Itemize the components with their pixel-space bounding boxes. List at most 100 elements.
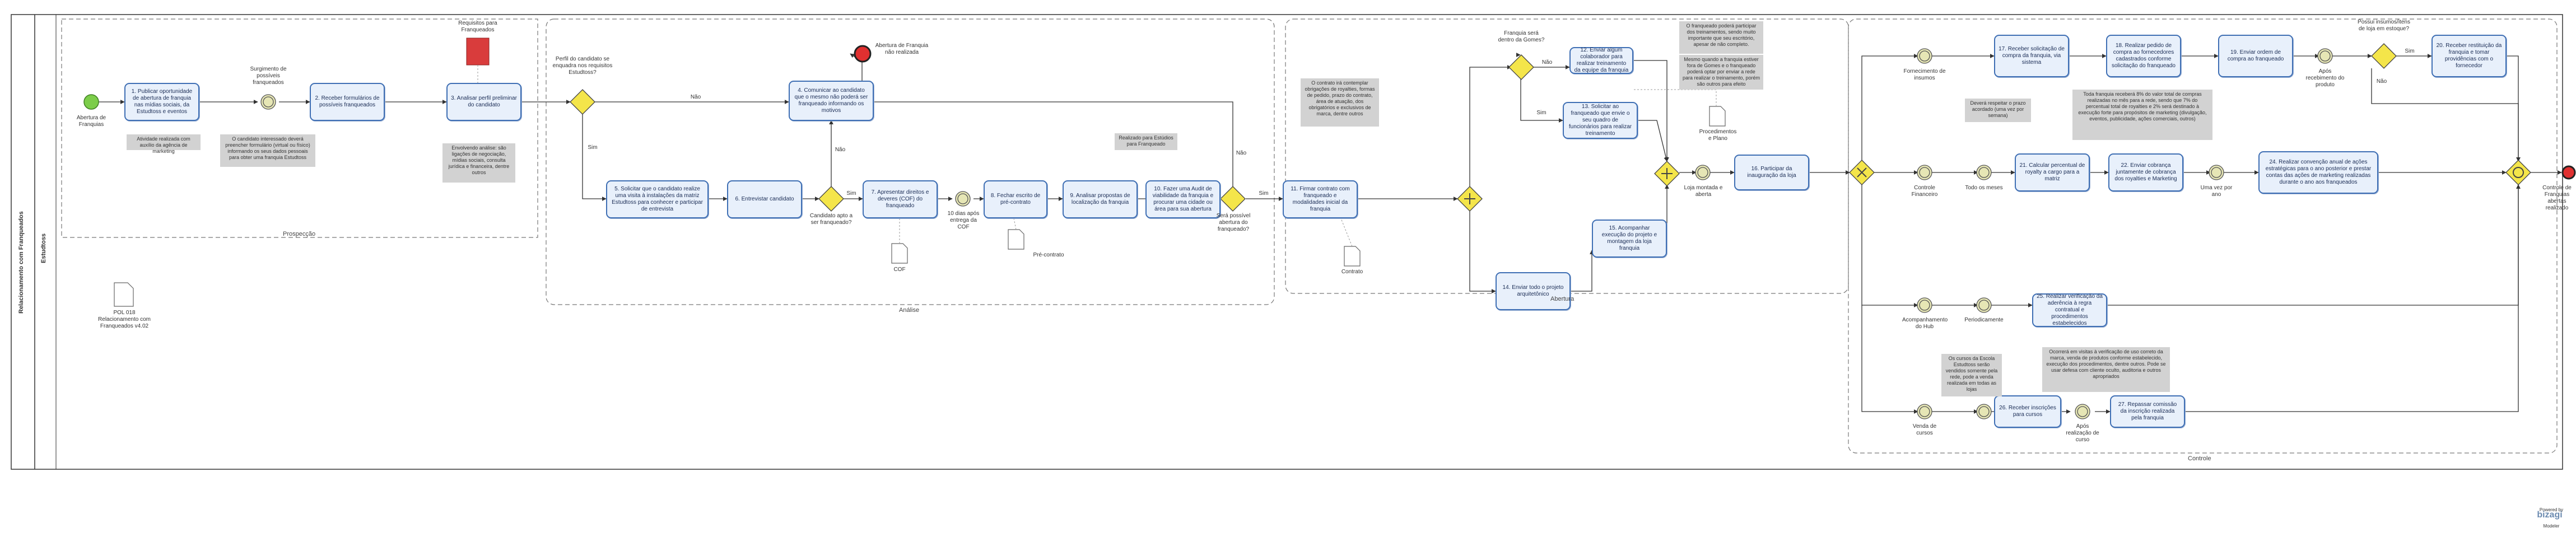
timer-periodicamente[interactable] (1976, 297, 1992, 313)
gateway-controle-split[interactable] (1849, 160, 1875, 185)
start-event-label: Abertura de Franquias (76, 115, 106, 128)
gateway-apto[interactable] (818, 186, 844, 212)
precontrato-label: Pré-contrato (1033, 252, 1064, 258)
task-verificacao-aderencia[interactable]: 25. Realizar verificação da aderência à … (2032, 293, 2107, 327)
flow (1861, 305, 1918, 414)
task-entrevistar[interactable]: 6. Entrevistar candidato (727, 180, 802, 218)
timer-loja[interactable] (1695, 165, 1711, 180)
timer-vendas-label: Venda de cursos (1912, 423, 1937, 436)
timer-ano-label: Uma vez por ano (2200, 185, 2233, 198)
note-treinamento-gomes: Mesmo quando a franquia estiver fora de … (1679, 55, 1763, 90)
interessados-label: Surgimento de possíveis franqueados (250, 66, 287, 86)
flow (1861, 185, 1918, 307)
flow-label-sim: Sim (1536, 110, 1546, 116)
section-analise: Análise (899, 307, 920, 314)
timer-cof[interactable] (955, 191, 971, 207)
cof-document-icon (891, 243, 908, 264)
intermediate-event-interessados[interactable] (260, 94, 276, 110)
lane-title: Estudtoss (40, 233, 47, 263)
flow-label-sim: Sim (1259, 190, 1269, 197)
end-event-final[interactable] (2561, 165, 2576, 180)
gateway-insumos-label: Possui insumos/itens de loja em estoque? (2358, 19, 2410, 32)
timer-apos-recebimento-label: Após recebimento do produto (2305, 68, 2345, 88)
section-controle: Controle (2188, 455, 2211, 462)
timer-fornecimento-label: Fornecimento de insumos (1903, 68, 1946, 81)
note-estudios: Realizado para Estúdios para Franqueado (1115, 133, 1177, 150)
flow (1633, 60, 1669, 162)
gateway-parallel-join[interactable] (1654, 161, 1680, 186)
flow-label-sim: Sim (588, 144, 598, 151)
timer-acompanhamento[interactable] (1917, 297, 1932, 313)
section-abertura: Abertura (1550, 296, 1575, 302)
procedimentos-label: Procedimentos e Plano (1699, 129, 1737, 142)
end-analise-label: Abertura de Franquia não realizada (875, 43, 929, 55)
requisitos-document-icon (466, 38, 490, 66)
task-acompanhar-execucao[interactable]: 15. Acompanhar execução do projeto e mon… (1592, 220, 1667, 258)
task-enviar-cobranca[interactable]: 22. Enviar cobrança juntamente de cobran… (2108, 153, 2183, 192)
gateway-insumos[interactable] (2371, 43, 2397, 69)
procedimentos-document-icon (1709, 106, 1726, 127)
task-apresentar-cof[interactable]: 7. Apresentar direitos e deveres (COF) d… (863, 180, 938, 218)
task-enviar-ordem[interactable]: 19. Enviar ordem de compra ao franqueado (2218, 35, 2293, 77)
gateway-abertura[interactable] (1220, 186, 1246, 212)
task-enviar-colaborador[interactable]: 12. Enviar algum colaborador para realiz… (1569, 47, 1633, 74)
flow (2107, 184, 2521, 306)
timer-apos-realizacao[interactable] (1976, 404, 1992, 419)
timer-fornecimento[interactable] (1917, 48, 1932, 64)
task-inauguracao[interactable]: 16. Participar da inauguração da loja (1734, 155, 1809, 190)
timer-ano[interactable] (2209, 165, 2224, 180)
end-event-analise[interactable] (854, 45, 872, 63)
flow (1469, 211, 1496, 293)
task-receber-formularios[interactable]: 2. Receber formulários de possíveis fran… (310, 83, 385, 121)
timer-apos-recebimento[interactable] (2317, 48, 2333, 64)
task-firmar-contrato[interactable]: 11. Firmar contrato com franqueado e mod… (1283, 180, 1358, 218)
task-realizar-pedido[interactable]: 18. Realizar pedido de compra ao fornece… (2106, 35, 2181, 77)
task-solicitar-visita[interactable]: 5. Solicitar que o candidato realize uma… (606, 180, 709, 218)
contrato-label: Contrato (1341, 269, 1363, 275)
task-analisar-propostas[interactable]: 9. Analisar propostas de localização da … (1063, 180, 1138, 218)
flow (2507, 55, 2521, 162)
timer-todo-mes[interactable] (1976, 165, 1992, 180)
flow (1638, 120, 1669, 162)
task-solicitar-quadro[interactable]: 13. Solicitar ao franqueado que envie o … (1563, 102, 1638, 139)
task-receber-restituicao[interactable]: 20. Receber restituição da franquia e to… (2431, 35, 2507, 77)
note-treinamento: O franqueado poderá participar dos trein… (1679, 21, 1763, 54)
contrato-document-icon (1344, 246, 1361, 267)
task-convencao-anual[interactable]: 24. Realizar convenção anual de ações es… (2258, 151, 2378, 194)
pol-document-icon (114, 282, 134, 307)
task-publicar-oportunidade[interactable]: 1. Publicar oportunidade de abertura de … (124, 83, 199, 121)
task-audit-viabilidade[interactable]: 10. Fazer uma Audit de viabilidade da fr… (1145, 180, 1221, 218)
gateway-perfil[interactable] (570, 89, 595, 115)
gateway-apto-label: Candidato apto a ser franqueado? (809, 213, 853, 226)
timer-after-26[interactable] (2075, 404, 2090, 419)
start-event[interactable] (83, 94, 99, 110)
bizagi-sub: Modeler (2543, 524, 2560, 529)
timer-vendas[interactable] (1917, 404, 1932, 419)
group-analise (546, 18, 1275, 305)
gateway-controle-join[interactable] (2505, 160, 2531, 185)
timer-controle-fin[interactable] (1917, 165, 1932, 180)
timer-acompanhamento-label: Acompanhamento do Hub (1902, 317, 1948, 330)
task-calcular-royalty[interactable]: 21. Calcular percentual de royalty a car… (2015, 153, 2090, 192)
flow (1469, 65, 1512, 186)
note-analise: Envolvendo análise: são ligações de nego… (442, 143, 515, 183)
note-contrato: O contrato irá contemplar obrigações de … (1301, 78, 1379, 127)
task-enviar-projeto[interactable]: 14. Enviar todo o projeto arquitetônico (1496, 272, 1571, 310)
note-royalties: Toda franquia receberá 8% do valor total… (2072, 90, 2212, 140)
requisitos-label: Requisitos para Franqueados (458, 20, 497, 33)
group-prospeccao (61, 18, 538, 238)
gateway-gomes[interactable] (1508, 54, 1534, 80)
gateway-perfil-label: Perfil do candidato se enquadra nos requ… (552, 56, 613, 76)
gateway-abertura-label: Será possível abertura do franqueado? (1216, 213, 1251, 232)
association (1338, 212, 1353, 247)
task-comunicar-candidato[interactable]: 4. Comunicar ao candidato que o mesmo nã… (789, 81, 874, 121)
gateway-parallel-split[interactable] (1457, 186, 1483, 212)
task-receber-solicitacao-compra[interactable]: 17. Receber solicitação de compra da fra… (1994, 35, 2069, 77)
task-pre-contrato[interactable]: 8. Fechar escrito de pré-contrato (984, 180, 1047, 218)
flow-label-sim: Sim (846, 190, 856, 197)
task-analisar-perfil[interactable]: 3. Analisar perfil preliminar do candida… (446, 83, 521, 121)
task-repassar-comissao[interactable]: 27. Repassar comissão da inscrição reali… (2110, 395, 2185, 428)
task-receber-inscricoes-box[interactable]: 26. Receber inscrições para cursos (1994, 395, 2061, 428)
flow-label-sim: Sim (2405, 48, 2415, 54)
